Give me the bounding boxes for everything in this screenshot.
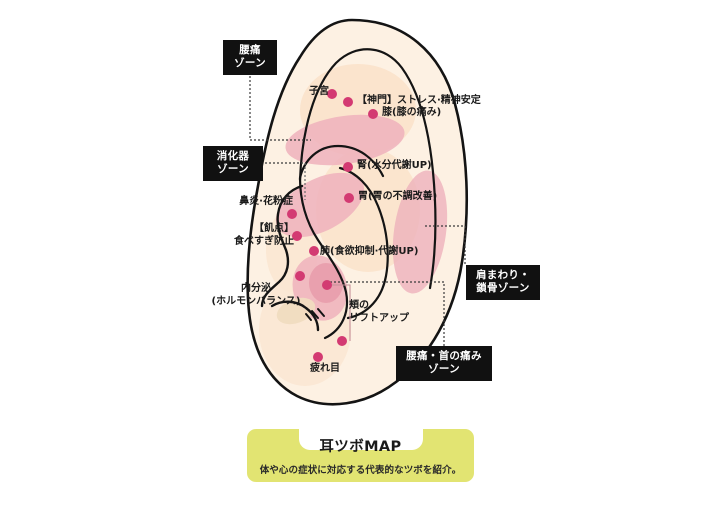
point-knee-label: 膝(膝の痛み) bbox=[382, 107, 442, 118]
point-stomach-label: 胃(胃の不調改善) bbox=[358, 191, 438, 202]
point-rhinitis-dot[interactable] bbox=[287, 209, 297, 219]
caption-subtitle: 体や心の症状に対応する代表的なツボを紹介。 bbox=[259, 465, 462, 476]
point-cheek-lift-label: 頬の リフトアップ bbox=[349, 300, 409, 324]
leader-cheek-lift bbox=[330, 284, 351, 341]
point-shenmen-label: 【神門】ストレス·精神安定 bbox=[357, 95, 481, 106]
point-hunger-label: 【飢点】 食べすぎ防止 bbox=[234, 223, 294, 247]
point-tired-eyes-label: 疲れ目 bbox=[310, 363, 340, 374]
point-lung-label: 肺(食欲抑制·代謝UP) bbox=[320, 246, 419, 257]
caption-title: 耳ツボMAP bbox=[319, 439, 402, 455]
point-kidney-dot[interactable] bbox=[343, 162, 353, 172]
point-rhinitis-label: 鼻炎·花粉症 bbox=[239, 196, 293, 207]
zone-box-shoulder[interactable]: 肩まわり・ 鎖骨ゾーン bbox=[466, 265, 540, 300]
caption-notch bbox=[299, 428, 423, 450]
zone-box-back-neck[interactable]: 腰痛・首の痛み ゾーン bbox=[396, 346, 492, 381]
point-uterus-dot[interactable] bbox=[327, 89, 337, 99]
caption-banner: 耳ツボMAP 体や心の症状に対応する代表的なツボを紹介。 bbox=[247, 428, 474, 482]
ear-helix-inner bbox=[298, 48, 437, 290]
point-hunger-dot[interactable] bbox=[292, 231, 302, 241]
ear-antitragus bbox=[270, 300, 320, 332]
zone-box-digestive[interactable]: 消化器 ゾーン bbox=[203, 146, 263, 181]
ear-outline bbox=[246, 18, 469, 406]
ear-lobe-creases bbox=[305, 308, 325, 321]
acupoint-dots bbox=[287, 89, 378, 362]
zone-leader-lines bbox=[249, 76, 466, 346]
zone-pink-digestive bbox=[275, 172, 365, 238]
point-cheek-lift-dot[interactable] bbox=[337, 336, 347, 346]
point-uterus-label: 子宮 bbox=[309, 86, 329, 97]
point-shenmen-dot[interactable] bbox=[343, 97, 353, 107]
point-endocrine-dot[interactable] bbox=[295, 271, 305, 281]
ear-body bbox=[247, 20, 467, 405]
point-endocrine-label: 内分泌 (ホルモンバランス) bbox=[211, 283, 301, 307]
point-kidney-label: 腎(水分代謝UP) bbox=[357, 160, 432, 171]
zone-box-lower-back[interactable]: 腰痛 ゾーン bbox=[223, 40, 277, 75]
ear-antihelix-upper bbox=[298, 144, 385, 180]
point-stomach-dot[interactable] bbox=[344, 193, 354, 203]
point-knee-dot[interactable] bbox=[368, 109, 378, 119]
ear-tragus bbox=[260, 184, 304, 308]
point-lung-dot[interactable] bbox=[309, 246, 319, 256]
point-endocrine-2-dot[interactable] bbox=[322, 280, 332, 290]
zone-shade-antitragus bbox=[276, 297, 316, 325]
point-tired-eyes-dot[interactable] bbox=[313, 352, 323, 362]
ear-antihelix-lower bbox=[298, 176, 349, 340]
ear-concha-ridge bbox=[338, 166, 389, 320]
